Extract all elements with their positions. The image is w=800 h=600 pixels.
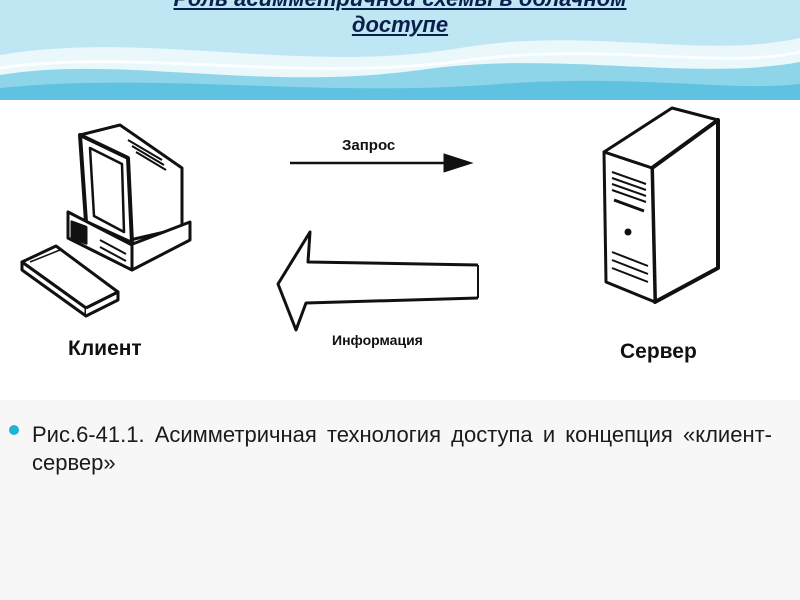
information-label: Информация — [332, 332, 423, 348]
slide-title-line-2: доступе — [0, 12, 800, 38]
request-arrow — [290, 154, 472, 172]
server-tower-icon — [604, 108, 718, 302]
slide-header: Роль асимметричной схемы в облачном дост… — [0, 0, 800, 100]
client-server-figure: Запрос Информация Клиент Сервер — [0, 100, 800, 400]
bullet-dot-icon — [9, 425, 19, 435]
slide-title-line-1: Роль асимметричной схемы в облачном — [0, 0, 800, 12]
figure-caption: Рис.6-41.1. Асимметричная технология дос… — [32, 421, 772, 477]
client-computer-icon — [22, 125, 190, 316]
server-label: Сервер — [620, 340, 697, 364]
information-arrow — [278, 232, 478, 330]
client-label: Клиент — [68, 337, 142, 361]
request-label: Запрос — [342, 137, 395, 154]
